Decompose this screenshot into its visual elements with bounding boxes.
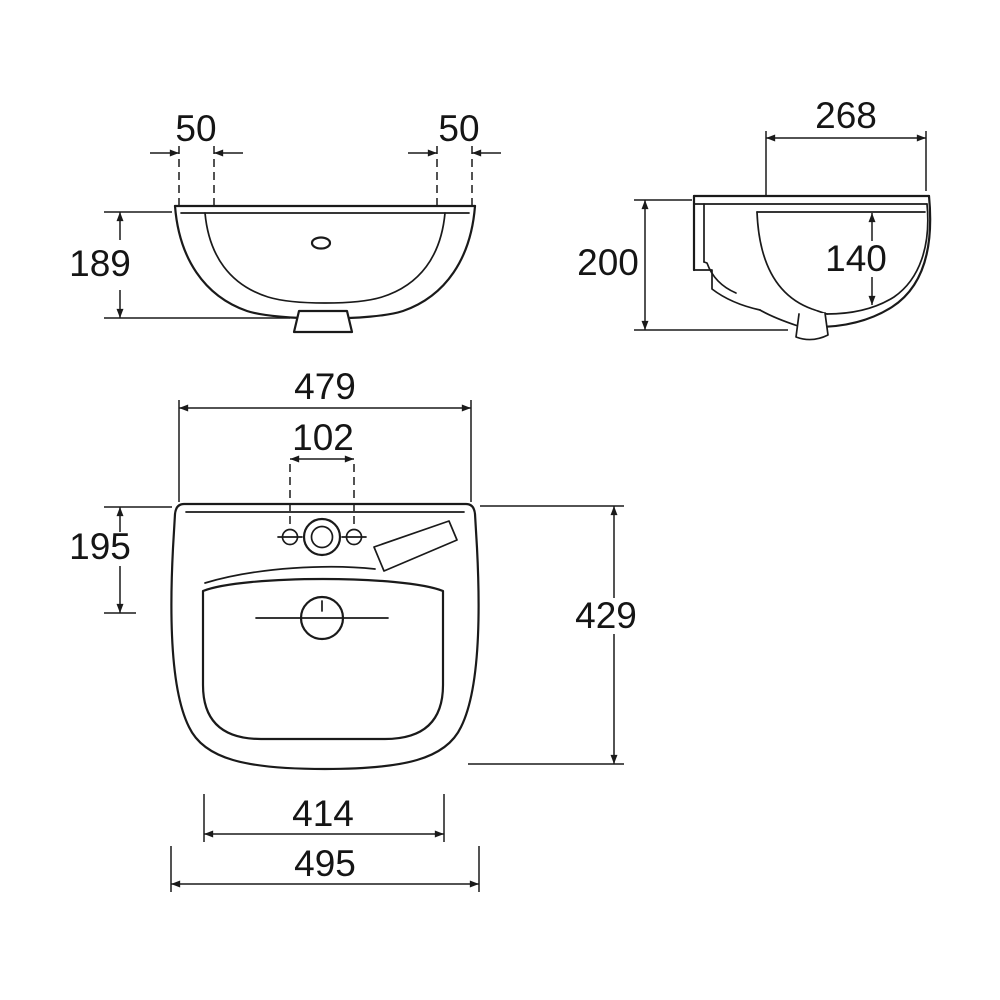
front-view-outline (173, 204, 477, 334)
soap-dish (373, 520, 458, 572)
tap-hole-centre-outer (302, 517, 342, 557)
plan-deck-edge-arc (204, 565, 376, 584)
side-front-inner (826, 203, 929, 315)
dim-label-side-height: 200 (577, 242, 639, 283)
dim-label-side-depth: 268 (815, 95, 877, 136)
plan-outer-outline (170, 502, 480, 771)
plan-view-outline (170, 502, 480, 771)
side-bracket (693, 269, 761, 311)
dim-label-side-bowl-depth: 140 (825, 238, 887, 279)
side-bowl-back (756, 211, 828, 315)
dim-label-plan-tap-centres: 102 (292, 417, 354, 458)
plan-view-dimensions: 479 102 195 429 414 495 (69, 366, 637, 892)
overflow-hole (310, 236, 332, 250)
side-front-outer (796, 194, 932, 329)
dim-label-front-height: 189 (69, 243, 131, 284)
dim-label-plan-drain-offset: 195 (69, 526, 131, 567)
dim-label-front-tap-right: 50 (438, 108, 479, 149)
front-waste-stub (292, 309, 354, 334)
dim-label-front-tap-left: 50 (175, 108, 216, 149)
dim-label-plan-depth: 429 (575, 595, 637, 636)
side-underside (759, 309, 799, 327)
side-waste-trap (795, 312, 829, 341)
plan-inner-bowl (201, 577, 445, 741)
tap-hole-centre-inner (310, 525, 334, 549)
front-bowl-inner (204, 212, 446, 304)
front-view-dimensions: 50 50 189 (69, 108, 501, 319)
side-view-dimensions: 268 200 140 (577, 95, 927, 331)
side-view-outline (692, 194, 932, 341)
dim-label-plan-bowl-width: 414 (292, 793, 354, 834)
side-bracket-inner (703, 261, 737, 294)
dim-label-plan-top-width: 479 (294, 366, 356, 407)
dim-label-plan-overall-width: 495 (294, 843, 356, 884)
